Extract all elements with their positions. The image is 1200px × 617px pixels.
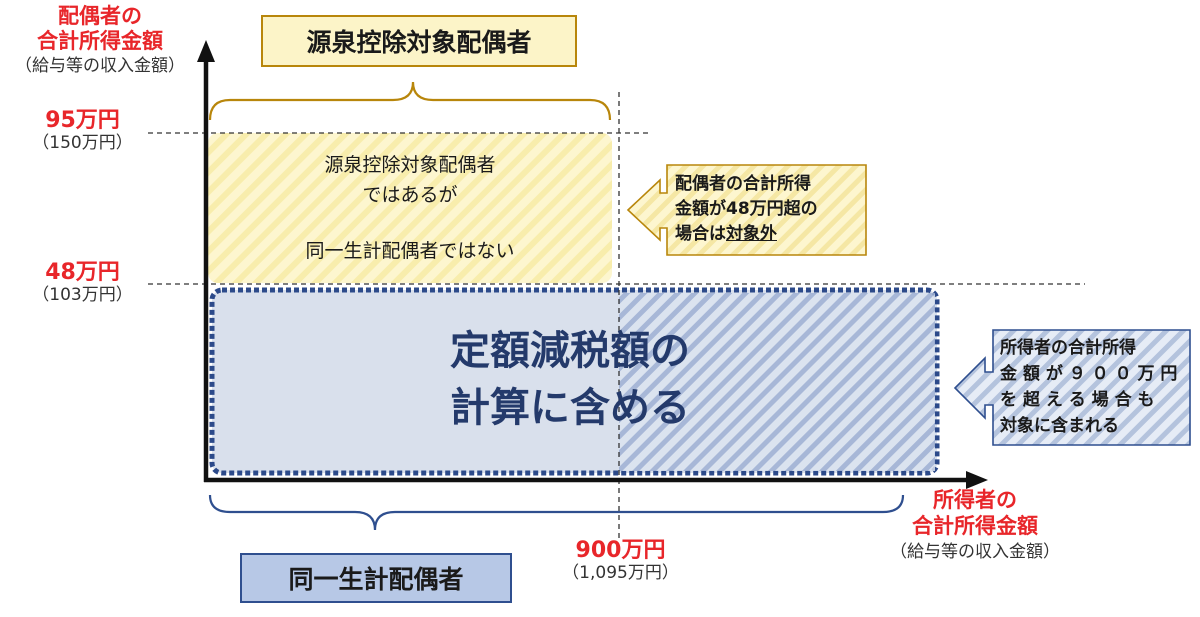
- blue-region-line1: 定額減税額の: [450, 328, 690, 374]
- x-axis-label: 所得者の 合計所得金額 （給与等の収入金額）: [860, 487, 1090, 565]
- y48-sub: （103万円）: [32, 285, 133, 305]
- income-callout-shape: [953, 329, 1191, 446]
- income-callout-text: 所得者の合計所得 金 額 が ９ ０ ０ 万 円 を 超 え る 場 合 も 対…: [1000, 335, 1186, 439]
- douitsu-box-label: 同一生計配偶者: [288, 565, 464, 594]
- douitsu-box: 同一生計配偶者: [240, 553, 512, 603]
- income-callout-line4: 対象に含まれる: [1000, 416, 1119, 436]
- x-axis-label-line2: 合計所得金額: [912, 514, 1038, 538]
- gensen-box-label: 源泉控除対象配偶者: [306, 28, 532, 57]
- y95-sub: （150万円）: [32, 133, 133, 153]
- x-axis-label-sub: （給与等の収入金額）: [890, 542, 1060, 562]
- blue-region-text: 定額減税額の 計算に含める: [350, 323, 790, 437]
- spouse-callout-shape: [626, 164, 867, 256]
- y-axis-label-line2: 合計所得金額: [37, 29, 163, 53]
- x900-label: 900万円 （1,095万円）: [548, 540, 693, 584]
- x900-sub: （1,095万円）: [562, 563, 679, 583]
- yellow-region-line3: 同一生計配偶者ではない: [305, 240, 515, 262]
- y-axis-label-sub: （給与等の収入金額）: [15, 56, 185, 76]
- blue-region-hatched: [619, 293, 935, 471]
- y48-main: 48万円: [45, 260, 120, 285]
- income-callout-line3: を 超 え る 場 合 も: [1000, 390, 1155, 410]
- spouse-callout-line3: 場合は対象外: [675, 222, 865, 247]
- y95-label: 95万円 （150万円）: [20, 110, 145, 154]
- yellow-region-text: 源泉控除対象配偶者 ではあるが 同一生計配偶者ではない: [208, 150, 612, 266]
- x-axis-label-line1: 所得者の: [933, 488, 1017, 512]
- y-axis-label: 配偶者の 合計所得金額 （給与等の収入金額）: [0, 4, 200, 79]
- yellow-region-line1: 源泉控除対象配偶者: [324, 154, 496, 176]
- yellow-region-line2: ではあるが: [362, 184, 458, 206]
- y48-label: 48万円 （103万円）: [20, 262, 145, 306]
- x900-main: 900万円: [575, 538, 666, 563]
- douitsu-brace: [208, 494, 905, 531]
- spouse-callout-line2: 金額が48万円超の: [675, 199, 818, 219]
- income-callout-line1: 所得者の合計所得: [1000, 338, 1136, 358]
- y95-main: 95万円: [45, 108, 120, 133]
- spouse-callout-line1: 配偶者の合計所得: [675, 174, 811, 194]
- income-callout-line2: 金 額 が ９ ０ ０ 万 円: [1000, 364, 1178, 384]
- gensen-box: 源泉控除対象配偶者: [261, 15, 577, 67]
- spouse-callout-text: 配偶者の合計所得 金額が48万円超の 場合は対象外: [675, 172, 865, 247]
- y-axis-label-line1: 配偶者の: [58, 4, 142, 28]
- blue-region-line2: 計算に含める: [450, 385, 690, 431]
- x-axis-arrowhead: [966, 471, 988, 489]
- spouse-callout-line3-underlined: 対象外: [726, 224, 777, 244]
- gensen-brace: [208, 81, 612, 121]
- yellow-region: [208, 133, 612, 283]
- spouse-callout-line3-prefix: 場合は: [675, 224, 726, 244]
- y-axis-arrowhead: [197, 40, 215, 62]
